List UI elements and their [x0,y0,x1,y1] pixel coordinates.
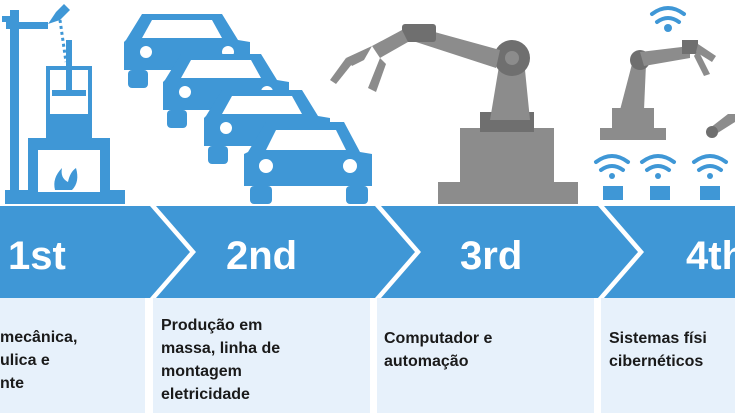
stage-2-chevron [156,206,415,298]
connected-robot-icon [594,6,735,200]
stage-2-label: 2nd [226,234,298,278]
steam-engine-icon [2,4,125,204]
stage-1-description: mecânica, ulica e nte [0,329,78,392]
stage-2-description: Produção em massa, linha de montagem ele… [161,317,281,403]
stage-3-label: 3rd [460,234,523,278]
stage-1-chevron [0,206,190,298]
stage-4-chevron [604,206,735,298]
stage-3-description: Computador e automação [384,330,493,370]
stage-4-panel [601,298,735,413]
stage-2-panel [153,298,370,413]
car-assembly-icon [124,14,372,204]
stage-1-panel [0,298,145,413]
stage-3-chevron [381,206,638,298]
timeline-band [0,206,735,298]
robot-arm-icon [330,24,578,204]
stage-1-label: 1st [8,234,66,278]
stage-4-description: Sistemas físi cibernéticos [609,330,707,370]
stage-4-label: 4th [686,234,735,278]
stage-3-panel [377,298,594,413]
